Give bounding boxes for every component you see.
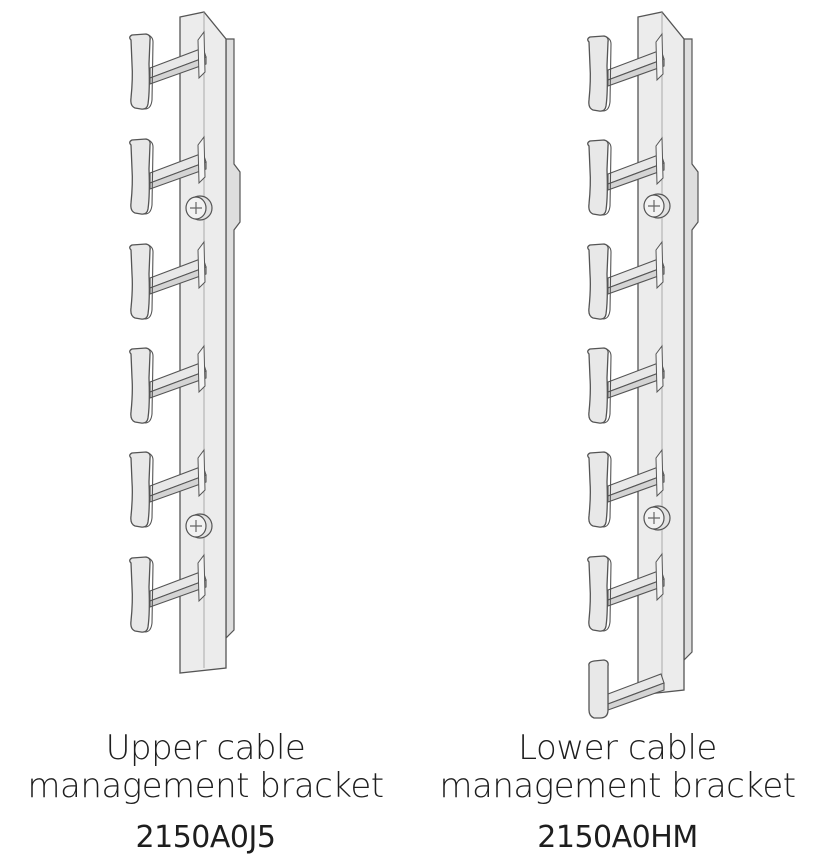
cable-finger [129,344,207,424]
finger-head [588,659,609,719]
finger-head-edge [144,138,154,215]
upper-bracket-illustration [129,11,241,674]
rail-flange [225,38,241,640]
finger-arm-side [149,370,207,399]
screw-slot [190,520,202,532]
finger-arm-side [607,370,665,399]
lower-bracket-illustration [587,11,699,719]
finger-clip [655,136,664,186]
lower-bracket-group [587,11,699,719]
cable-finger [587,344,665,424]
finger-head-edge [602,555,612,632]
finger-head [129,347,151,424]
lower-bracket-part-number: 2150A0HM [537,820,698,855]
lower-bracket-panel: Lower cable management bracket 2150A0HM [412,0,823,866]
screw-icon [643,193,671,219]
finger-head [587,35,609,112]
screw-icon [185,513,213,539]
cable-finger [129,240,207,320]
upper-bracket-part-number: 2150A0J5 [135,820,276,855]
cable-finger [588,659,665,719]
finger-clip [655,32,664,82]
finger-clip [197,553,206,603]
finger-head [129,33,151,110]
finger-head-edge [144,556,154,633]
finger-head [587,243,609,320]
upper-bracket-title-line2: management bracket [27,766,384,806]
finger-head [587,347,609,424]
finger-head [587,139,609,216]
cable-finger [129,135,207,215]
finger-head [129,243,151,320]
finger-clip [197,448,206,498]
upper-bracket-title-line1: Upper cable [105,728,306,768]
finger-clip [655,448,664,498]
screw-icon [643,505,671,531]
bracket-rail [179,11,241,674]
upper-bracket-panel: Upper cable management bracket 2150A0J5 [0,0,411,866]
finger-arm-side [149,266,207,295]
finger-head-edge [144,347,154,424]
finger-head-edge [602,139,612,216]
rail-flange [683,38,699,662]
finger-clip [197,30,206,80]
screw-slot [190,202,202,214]
finger-arm-side [149,474,207,503]
finger-clip [197,240,206,290]
finger-head-edge [602,243,612,320]
cable-finger [587,136,665,216]
finger-head-edge [602,35,612,112]
finger-arm-side [607,266,665,295]
finger-arm-side [149,161,207,190]
cable-finger [587,552,665,632]
finger-head [129,451,151,528]
cable-finger [587,32,665,112]
finger-arm-side [149,56,207,85]
lower-bracket-title-line1: Lower cable [518,728,717,768]
finger-head [129,138,151,215]
finger-arm-side [607,578,665,607]
finger-clip [655,240,664,290]
finger-arm-side [607,474,665,503]
finger-head-edge [602,451,612,528]
screw-icon [185,195,213,221]
finger-arm-side [607,162,665,191]
finger-arm-side [149,579,207,608]
finger-head-edge [602,347,612,424]
cable-finger [587,240,665,320]
finger-head [129,556,151,633]
finger-clip [655,344,664,394]
screw-slot [648,512,660,524]
finger-head-edge [144,243,154,320]
lower-bracket-title-line2: management bracket [439,766,796,806]
finger-head [587,555,609,632]
finger-clip [655,552,664,602]
finger-head-edge [144,451,154,528]
cable-finger [129,30,207,110]
screw-slot [648,200,660,212]
finger-head-edge [144,33,154,110]
cable-finger [129,448,207,528]
cable-finger [129,553,207,633]
finger-clip [197,344,206,394]
finger-clip [197,135,206,185]
finger-arm-side [607,58,665,87]
finger-head [587,451,609,528]
rail-face [179,11,227,674]
cable-finger [587,448,665,528]
